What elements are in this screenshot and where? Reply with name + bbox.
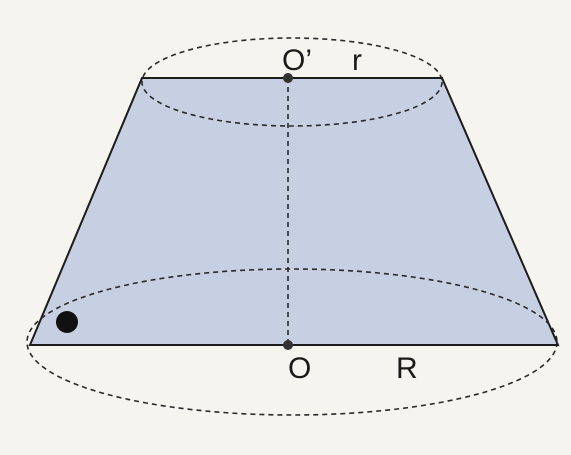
bottom-base-ellipse (26, 268, 558, 416)
top-center-label: O’ (282, 44, 312, 77)
top-radius-label: r (352, 44, 362, 77)
top-base-ellipse (141, 37, 443, 127)
frustum-cross-section (28, 77, 560, 346)
top-center-point (283, 73, 293, 83)
bottom-radius-label: R (396, 352, 418, 385)
black-dot (56, 311, 78, 333)
bottom-center-point (283, 340, 293, 350)
bottom-center-label: O (288, 352, 311, 385)
